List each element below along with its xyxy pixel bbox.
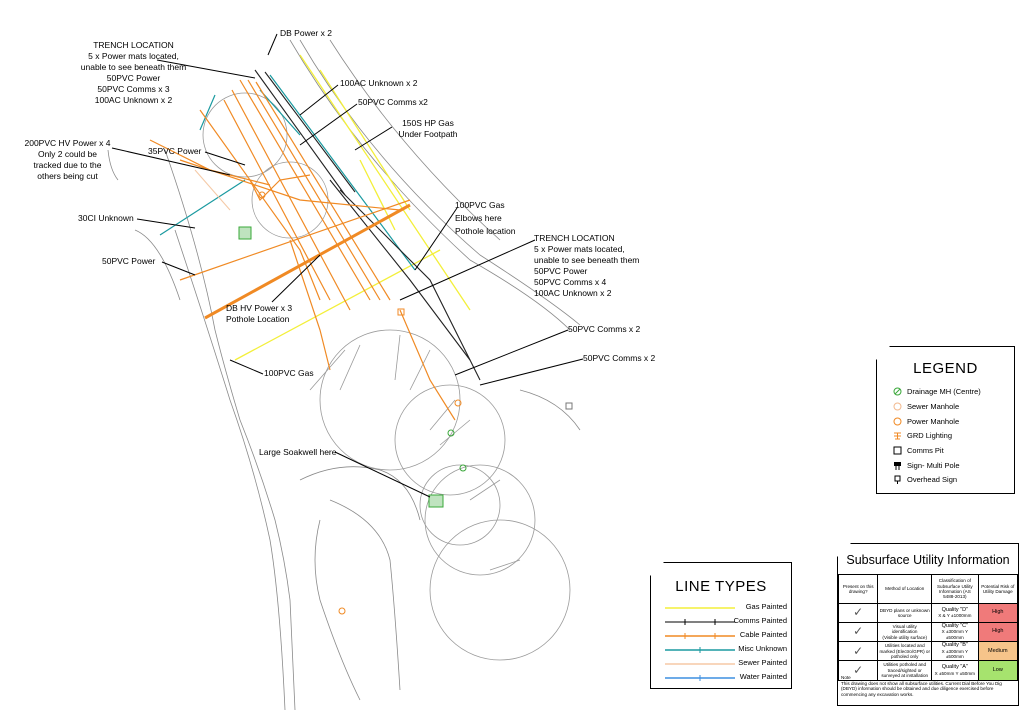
sign-multipole-icon <box>893 461 902 470</box>
line-type-comms: Comms Painted <box>665 616 787 625</box>
unknown-30ci-label: 30CI Unknown <box>78 213 134 223</box>
subsurface-utility-panel: Subsurface Utility Information Present o… <box>837 543 1019 706</box>
unknown-100ac-label: 100AC Unknown x 2 <box>340 78 418 88</box>
comms-lines <box>254 69 481 381</box>
power-35-label: 35PVC Power <box>148 146 202 156</box>
sui-header-row: Present on this drawing? Method of Locat… <box>837 574 1019 604</box>
legend-item-overhead-sign: Overhead Sign <box>893 475 957 484</box>
db-power-label: DB Power x 2 <box>280 28 332 38</box>
risk-badge: Medium <box>977 641 1019 662</box>
legend-item-drainage: Drainage MH (Centre) <box>893 387 981 396</box>
check-icon: ✓ <box>837 603 879 623</box>
leader-lines <box>111 33 584 498</box>
legend-item-lighting: GRD Lighting <box>893 431 952 440</box>
line-type-water: Water Painted <box>665 672 787 681</box>
misc-unknown-lines <box>159 74 416 271</box>
power-manhole-icon <box>893 417 902 426</box>
risk-badge: High <box>977 603 1019 623</box>
check-icon: ✓ <box>837 660 879 681</box>
site-markers <box>238 191 573 615</box>
table-row: ✓ Visual utility identification(Visible … <box>837 621 1019 643</box>
sewer-lines <box>194 169 231 211</box>
roundabout-islands <box>202 92 571 661</box>
line-types-panel: LINE TYPES Gas Painted Comms Painted Cab… <box>650 562 792 689</box>
line-type-gas: Gas Painted <box>665 602 787 611</box>
risk-badge: High <box>977 621 1019 643</box>
check-icon: ✓ <box>837 621 879 643</box>
drainage-icon <box>893 387 902 396</box>
table-row: ✓ Utilities potholed and traced/sighted … <box>837 660 1019 681</box>
comms-x2-label-a: 50PVC Comms x 2 <box>568 324 641 334</box>
gas-lines <box>234 54 471 361</box>
gas-100-label: 100PVC Gas <box>264 368 314 378</box>
legend-item-sign-multipole: Sign- Multi Pole <box>893 461 960 470</box>
cable-lines <box>149 79 456 421</box>
legend-panel: LEGEND Drainage MH (Centre) Sewer Manhol… <box>876 346 1015 494</box>
sui-note: Note This drawing does not show all subs… <box>841 675 1002 697</box>
sewer-manhole-icon <box>893 402 902 411</box>
soakwell-label: Large Soakwell here <box>259 447 337 457</box>
line-type-sewer: Sewer Painted <box>665 658 787 667</box>
legend-item-sewer: Sewer Manhole <box>893 402 959 411</box>
power-50-label: 50PVC Power <box>102 256 156 266</box>
lighting-icon <box>893 431 902 440</box>
line-type-misc: Misc Unknown <box>665 644 787 653</box>
comms-x2-label-b: 50PVC Comms x 2 <box>583 353 656 363</box>
legend-item-comms-pit: Comms Pit <box>893 446 944 455</box>
line-type-cable: Cable Painted <box>665 630 787 639</box>
legend-title: LEGEND <box>913 360 978 377</box>
sui-table: Present on this drawing? Method of Locat… <box>837 574 1019 681</box>
risk-badge: Low <box>977 660 1019 681</box>
table-row: ✓ Utilities located and marked (Electro/… <box>837 641 1019 662</box>
sui-title: Subsurface Utility Information <box>846 553 1010 567</box>
table-row: ✓ DBYD plans or unknown source Quality "… <box>837 603 1019 623</box>
comms-pit-icon <box>893 446 902 455</box>
comms-x2-top-label: 50PVC Comms x2 <box>358 97 428 107</box>
line-types-title: LINE TYPES <box>675 578 767 595</box>
overhead-sign-icon <box>893 475 902 484</box>
check-icon: ✓ <box>837 641 879 662</box>
legend-item-power: Power Manhole <box>893 417 959 426</box>
